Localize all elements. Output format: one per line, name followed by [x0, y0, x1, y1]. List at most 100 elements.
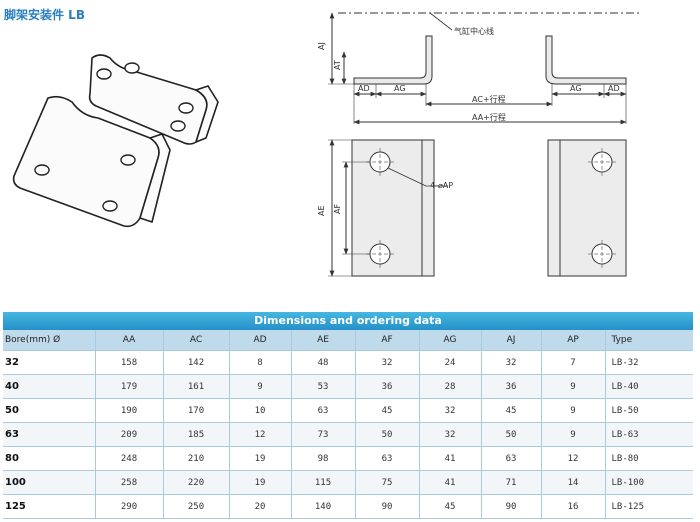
- dim-ac-stroke-label: AC+行程: [472, 94, 506, 104]
- dim-ad-right-label: AD: [608, 84, 620, 93]
- col-header-aj: AJ: [480, 330, 541, 351]
- col-header-af: AF: [354, 330, 419, 351]
- cell-type: LB-80: [604, 446, 693, 471]
- col-header-ad: AD: [228, 330, 291, 351]
- cell-ac: 250: [162, 494, 229, 519]
- cell-type: LB-125: [604, 494, 693, 519]
- table-row: 50 190 170 10 63 45 32 45 9 LB-50: [3, 398, 693, 423]
- cell-aa: 209: [94, 422, 163, 447]
- cell-ae: 98: [290, 446, 355, 471]
- table-row: 32 158 142 8 48 32 24 32 7 LB-32: [3, 350, 693, 375]
- cell-ad: 10: [228, 398, 291, 423]
- table-row: 100 258 220 19 115 75 41 71 14 LB-100: [3, 470, 693, 495]
- cell-ap: 9: [540, 374, 605, 399]
- col-header-bore: Bore(mm) Ø: [3, 330, 95, 351]
- dim-af-label: AF: [333, 204, 342, 214]
- col-header-aa: AA: [94, 330, 163, 351]
- cell-ae: 115: [290, 470, 355, 495]
- cell-ae: 140: [290, 494, 355, 519]
- cell-af: 90: [354, 494, 419, 519]
- dim-ae-label: AE: [317, 205, 326, 216]
- cell-type: LB-32: [604, 350, 693, 375]
- cell-ac: 210: [162, 446, 229, 471]
- center-line-label: 气缸中心线: [454, 26, 494, 36]
- col-header-ap: AP: [540, 330, 605, 351]
- cell-type: LB-50: [604, 398, 693, 423]
- cell-ae: 48: [290, 350, 355, 375]
- cell-type: LB-100: [604, 470, 693, 495]
- cell-bore: 80: [3, 446, 95, 471]
- cell-bore: 50: [3, 398, 95, 423]
- cell-aj: 63: [480, 446, 541, 471]
- cell-ac: 170: [162, 398, 229, 423]
- cell-aj: 36: [480, 374, 541, 399]
- cell-af: 50: [354, 422, 419, 447]
- hole-callout-label: 4-⌀AP: [430, 181, 453, 190]
- cell-aj: 32: [480, 350, 541, 375]
- table-row: 80 248 210 19 98 63 41 63 12 LB-80: [3, 446, 693, 471]
- cell-ag: 32: [418, 422, 481, 447]
- cell-ae: 73: [290, 422, 355, 447]
- cell-type: LB-40: [604, 374, 693, 399]
- cell-ap: 9: [540, 398, 605, 423]
- col-header-ae: AE: [290, 330, 355, 351]
- cell-ag: 32: [418, 398, 481, 423]
- cell-bore: 63: [3, 422, 95, 447]
- cell-aa: 190: [94, 398, 163, 423]
- dim-ad-label: AD: [358, 84, 370, 93]
- cell-ad: 19: [228, 446, 291, 471]
- cell-aj: 71: [480, 470, 541, 495]
- cell-af: 36: [354, 374, 419, 399]
- cell-bore: 100: [3, 470, 95, 495]
- cell-aj: 50: [480, 422, 541, 447]
- cell-ad: 9: [228, 374, 291, 399]
- cell-bore: 125: [3, 494, 95, 519]
- col-header-type: Type: [604, 330, 693, 351]
- dim-aj-label: AJ: [317, 42, 326, 50]
- cell-ac: 185: [162, 422, 229, 447]
- cell-af: 75: [354, 470, 419, 495]
- cell-ag: 41: [418, 470, 481, 495]
- cell-ad: 12: [228, 422, 291, 447]
- cell-ad: 20: [228, 494, 291, 519]
- cell-bore: 40: [3, 374, 95, 399]
- table-row: 125 290 250 20 140 90 45 90 16 LB-125: [3, 494, 693, 519]
- cell-aa: 248: [94, 446, 163, 471]
- cell-ac: 142: [162, 350, 229, 375]
- cell-af: 32: [354, 350, 419, 375]
- cell-ad: 19: [228, 470, 291, 495]
- table-header-row: Bore(mm) Ø AA AC AD AE AF AG AJ AP Type: [3, 330, 693, 351]
- cell-ag: 24: [418, 350, 481, 375]
- cell-aa: 179: [94, 374, 163, 399]
- cell-aa: 158: [94, 350, 163, 375]
- cell-ap: 9: [540, 422, 605, 447]
- cell-ap: 12: [540, 446, 605, 471]
- cell-ae: 63: [290, 398, 355, 423]
- dim-aa-stroke-label: AA+行程: [472, 112, 506, 122]
- cell-af: 63: [354, 446, 419, 471]
- table-row: 63 209 185 12 73 50 32 50 9 LB-63: [3, 422, 693, 447]
- cell-bore: 32: [3, 350, 95, 375]
- dim-ag-right-label: AG: [570, 84, 582, 93]
- dim-ag-label: AG: [394, 84, 406, 93]
- cell-ag: 45: [418, 494, 481, 519]
- cell-ag: 28: [418, 374, 481, 399]
- technical-drawing: 气缸中心线 AJ AT AD AG AG AD AC+行程 AA+行程 AE A…: [317, 12, 640, 277]
- cell-aa: 258: [94, 470, 163, 495]
- dimensions-table-section: Dimensions and ordering data Bore(mm) Ø …: [3, 312, 693, 519]
- cell-aa: 290: [94, 494, 163, 519]
- cell-type: LB-63: [604, 422, 693, 447]
- dim-at-label: AT: [333, 60, 342, 70]
- cell-ag: 41: [418, 446, 481, 471]
- col-header-ac: AC: [162, 330, 229, 351]
- dimensions-table: Bore(mm) Ø AA AC AD AE AF AG AJ AP Type …: [3, 330, 693, 519]
- cell-ae: 53: [290, 374, 355, 399]
- cell-ap: 14: [540, 470, 605, 495]
- cell-ap: 16: [540, 494, 605, 519]
- table-row: 40 179 161 9 53 36 28 36 9 LB-40: [3, 374, 693, 399]
- cell-ap: 7: [540, 350, 605, 375]
- table-title: Dimensions and ordering data: [3, 312, 693, 330]
- cell-af: 45: [354, 398, 419, 423]
- cell-ad: 8: [228, 350, 291, 375]
- cell-aj: 45: [480, 398, 541, 423]
